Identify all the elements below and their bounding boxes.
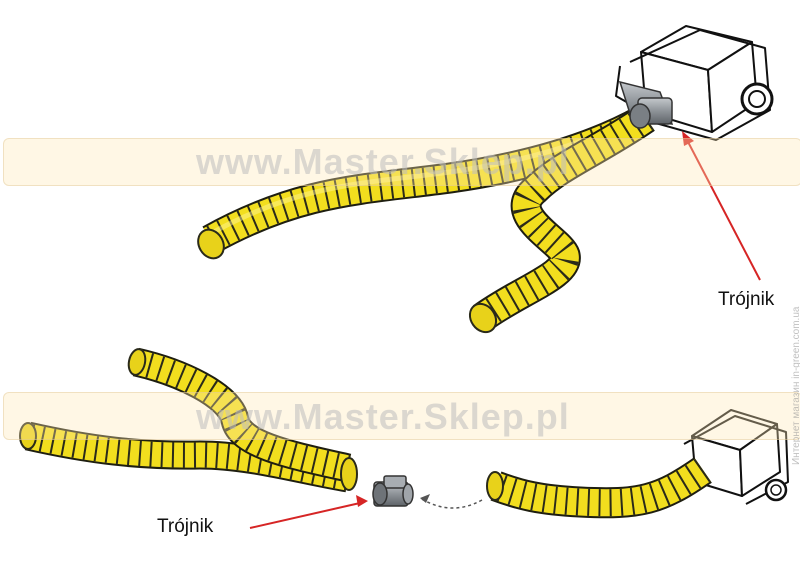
duct-bottom-single bbox=[486, 457, 712, 519]
duct-top-branch bbox=[468, 105, 655, 334]
arrow-top bbox=[682, 131, 761, 281]
watermark-band-bottom bbox=[3, 392, 800, 440]
top-assembly bbox=[197, 25, 774, 334]
watermark-side-text: Интернет магазин in-green.com.ua bbox=[791, 306, 800, 465]
dashed-pointer bbox=[419, 494, 483, 509]
arrow-bottom bbox=[249, 495, 368, 529]
watermark-text-top: www.Master.Sklep.pl bbox=[196, 141, 570, 182]
watermark-text-bottom: www.Master.Sklep.pl bbox=[196, 396, 570, 437]
label-tee-top: Trójnik bbox=[718, 289, 775, 310]
watermark-band-top bbox=[3, 138, 800, 186]
tee-fitting-top bbox=[618, 80, 674, 129]
duct-bottom-branch bbox=[127, 347, 358, 491]
duct-top-long bbox=[197, 104, 654, 260]
label-tee-bottom: Trójnik bbox=[157, 516, 214, 537]
tee-fitting-bottom bbox=[372, 475, 414, 507]
bottom-assembly bbox=[19, 347, 789, 519]
